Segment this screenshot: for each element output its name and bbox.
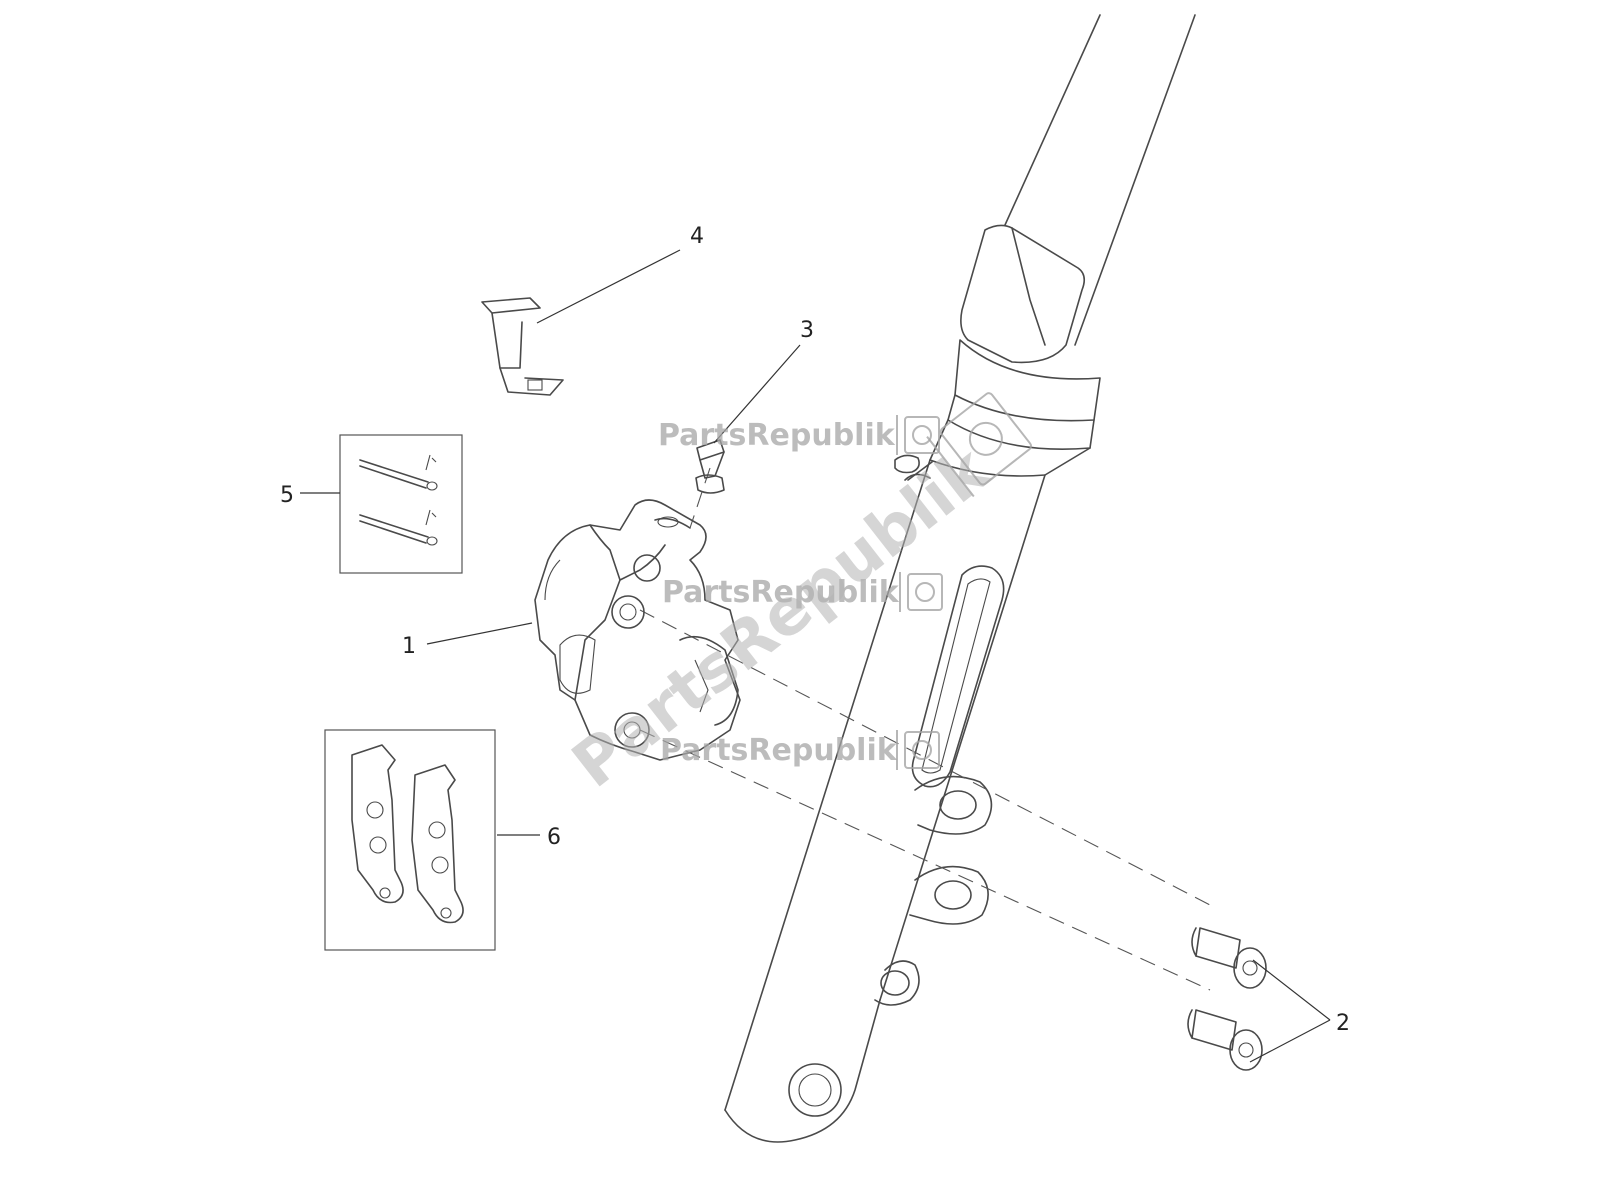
part-3-bleed-valve	[695, 439, 725, 494]
fork-leg	[724, 14, 1196, 1143]
part-2-bolts	[1187, 927, 1267, 1071]
watermark-text: PartsRepublik	[660, 733, 898, 768]
watermark-text: PartsRepublik	[658, 418, 896, 453]
part-1-brake-caliper	[534, 499, 741, 761]
callout-5: 5	[280, 483, 294, 508]
callout-2: 2	[1336, 1011, 1350, 1036]
callout-6: 6	[547, 825, 561, 850]
part-4-bracket	[481, 297, 564, 396]
callout-labels: 1 2 3 4 5 6	[280, 224, 1350, 1036]
part-6-brake-pads	[324, 729, 496, 951]
watermark-gear-icon	[899, 572, 943, 612]
leader-lines	[300, 249, 1331, 1063]
callout-3: 3	[800, 318, 814, 343]
watermark-gear-icon	[896, 415, 940, 455]
callout-1: 1	[402, 634, 416, 659]
watermark-gear-icon	[926, 392, 1033, 498]
callout-4: 4	[690, 224, 704, 249]
watermark-text: PartsRepublik	[662, 575, 900, 610]
watermark-gear-icon	[896, 730, 940, 770]
part-5-pins-kit	[339, 434, 463, 574]
